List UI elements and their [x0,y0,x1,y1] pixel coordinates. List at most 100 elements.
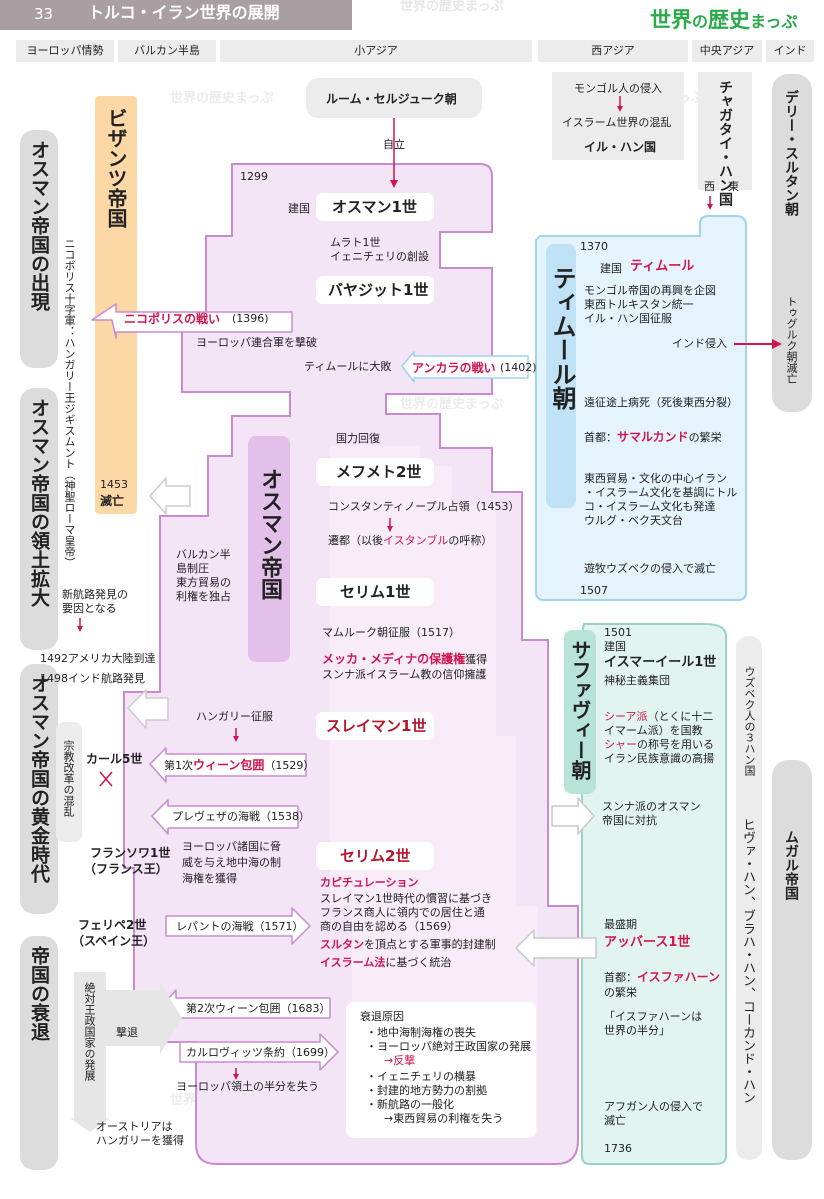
uzbek3-bar [736,636,762,1160]
mamluk-label: マムルーク朝征服（1517） [322,626,460,639]
istanbul-label: イスタンブル [383,534,449,547]
timurid-culture-3: コ・イスラーム文化も発達 [584,500,716,513]
decline-item: ・地中海制海権の喪失 [366,1026,476,1039]
peak-label: 最盛期 [604,918,637,931]
half-world-1: 「イスファハーンは [604,1010,703,1023]
ottoman-empire-tag [248,436,290,662]
chagatai-east: 東 [728,180,739,193]
sunni-oppose-2: 帝国に対抗 [602,814,657,827]
safavid-founding: 建国 [604,640,626,653]
repulse-label: 撃退 [116,1026,138,1039]
samarkand-line: 首都：サマルカンドの繁栄 [584,430,722,445]
austria-2: ハンガリーを獲得 [96,1134,184,1147]
threat-line1: ヨーロッパ諸国に脅 [182,840,281,853]
america-label: 1492アメリカ大陸到達 [40,652,156,665]
independence-label: 自立 [383,138,405,151]
timurid-prosperity: の繁栄 [688,431,722,444]
region-central-asia: 中央アジア [692,40,762,62]
sultan-text: を頂点とする軍事的封建制 [364,938,496,951]
bayezid-label: バヤジット1世 [328,281,429,299]
era-expansion: オスマン帝国の領土拡大 [20,388,58,650]
page-number: 33 [34,5,54,23]
vienna1-label: ウィーン包囲 [193,758,265,772]
selim1-label: セリム1世 [340,583,411,601]
region-europe: ヨーロッパ情勢 [16,40,114,62]
balkan-line3: 東方貿易の [176,576,231,589]
ottoman-core [258,446,538,1134]
hungary-label: ハンガリー征服 [196,710,273,723]
isfahan-label: イスファハーン [637,970,721,984]
arrow-safavid-ottoman [515,929,597,967]
austria-1: オーストリアは [96,1120,173,1133]
arrow-karlowitz [179,1033,339,1071]
era-decline: 帝国の衰退 [20,936,58,1170]
europe-defeat: ヨーロッパ連合軍を撃破 [196,336,317,349]
nicopolis-battle: ニコポリスの戦い [124,312,221,326]
capitulation-line2: フランス商人に領内での居住と通 [320,906,485,919]
brand-part-d: まっぷ [750,12,798,31]
mecca-suffix: 獲得 [465,653,488,666]
safavid-label: サファヴィー朝 [568,640,592,780]
ismail-label: イスマーイール1世 [604,655,717,670]
arrowhead-constantinople [387,526,393,532]
west-asia-box [552,72,684,160]
uzbek3-label: ウズベク人の３ハン国 [743,666,756,776]
capital-move: 遷都（以後イスタンブルの呼称） [328,534,492,548]
decline-item: →反撃 [384,1054,416,1067]
arrowhead-karlowitz-result [233,1074,239,1080]
suleiman-box [316,712,434,740]
threat-line3: 海権を獲得 [182,872,237,885]
arrow-lepanto [165,907,311,945]
ottoman-empire-label: オスマン帝国 [257,468,282,600]
reformation-label: 宗教改革の混乱 [62,740,75,817]
afghan-2: 滅亡 [604,1114,626,1127]
timurid-year-1370: 1370 [580,240,608,253]
selim2-label: セリム2世 [340,847,411,865]
shia-label: シーア派 [604,710,648,723]
timurid-aim-1: モンゴル帝国の再興を企図 [584,284,716,297]
arrowhead-india [772,339,782,349]
decline-item: ・封建的地方勢力の割拠 [366,1084,487,1097]
absolutism-bar [74,972,106,1118]
byzantine-label: ビザンツ帝国 [104,108,128,228]
watermark: 世界の歴史まっぷ [170,91,274,106]
shah-text: の称号を用いる [637,738,714,751]
arrow-ankara [401,351,529,383]
decline-item: ・ヨーロッパ絶対王政国家の発展 [366,1040,531,1053]
selim1-box [316,578,434,606]
region-asia-minor: 小アジア [220,40,532,62]
suleiman-label: スレイマン1世 [326,717,427,735]
vienna2-label: 第2次ウィーン包囲（1683） [186,1002,331,1015]
janissary-label: イェニチェリの創設 [330,250,429,263]
arrowhead-europe-trade [77,626,83,632]
timurid-culture-1: 東西貿易・文化の中心イラン [584,472,727,485]
arrowhead-chagatai [707,204,713,210]
safavid-year-1736: 1736 [604,1142,632,1155]
islamic-law-text: に基づく統治 [385,956,452,969]
khanates-label: ヒヴァ・ハン、ブラハ・ハン、コーカンド・ハン [740,818,755,1104]
afghan-1: アフガン人の侵入で [604,1100,703,1113]
preveza-label: プレヴェザの海戦（1538） [172,810,310,823]
reformation-bar [56,722,82,842]
founding-label: 建国 [288,202,310,215]
capitulation-label: カピチュレーション [320,876,419,889]
osman-label: オスマン1世 [332,198,417,216]
brand-part-c: 歴史 [708,8,751,32]
isfahan-line: 首都：イスファハーン [604,970,720,985]
timurid-tag [546,244,576,508]
recovery-label: 国力回復 [336,432,380,445]
sunni-oppose-1: スンナ派のオスマン [602,800,701,813]
tughluq-label: トゥグルク朝滅亡 [785,296,798,384]
mongol-label: モンゴル人の侵入 [574,82,662,95]
decline-title: 衰退原因 [360,1010,404,1023]
india-invasion-label: インド侵入 [672,337,727,350]
watermark: 世界の歴史まっぷ [400,397,504,412]
safavid-year-1501: 1501 [604,626,632,639]
page-title: トルコ・イラン世界の展開 [88,3,280,22]
threat-line2: 威を与え地中海の制 [182,856,281,869]
safavid-territory [581,623,727,1165]
era-golden-age: オスマン帝国の黄金時代 [20,664,58,914]
ilkhan-label: イル・ハン国 [584,140,657,154]
region-india: インド [766,40,814,62]
mughal-bar [772,760,812,1160]
